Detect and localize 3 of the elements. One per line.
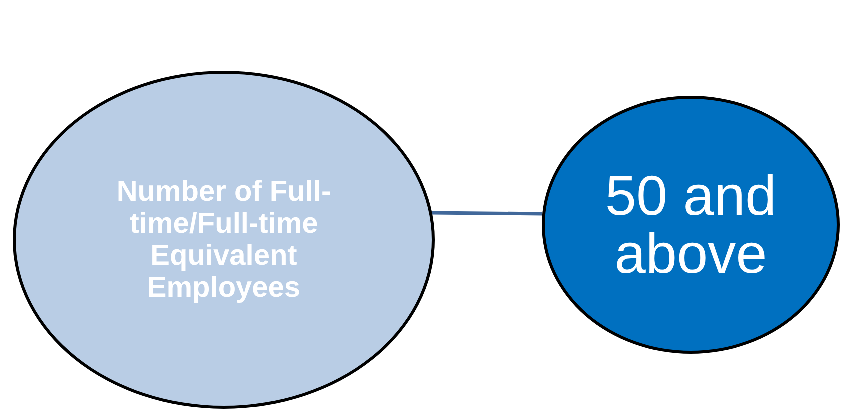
node-label: Number of Full-time/Full-time Equivalent Employees bbox=[116, 176, 332, 304]
connector-line bbox=[432, 211, 543, 216]
node-label: 50 and above bbox=[604, 167, 778, 283]
